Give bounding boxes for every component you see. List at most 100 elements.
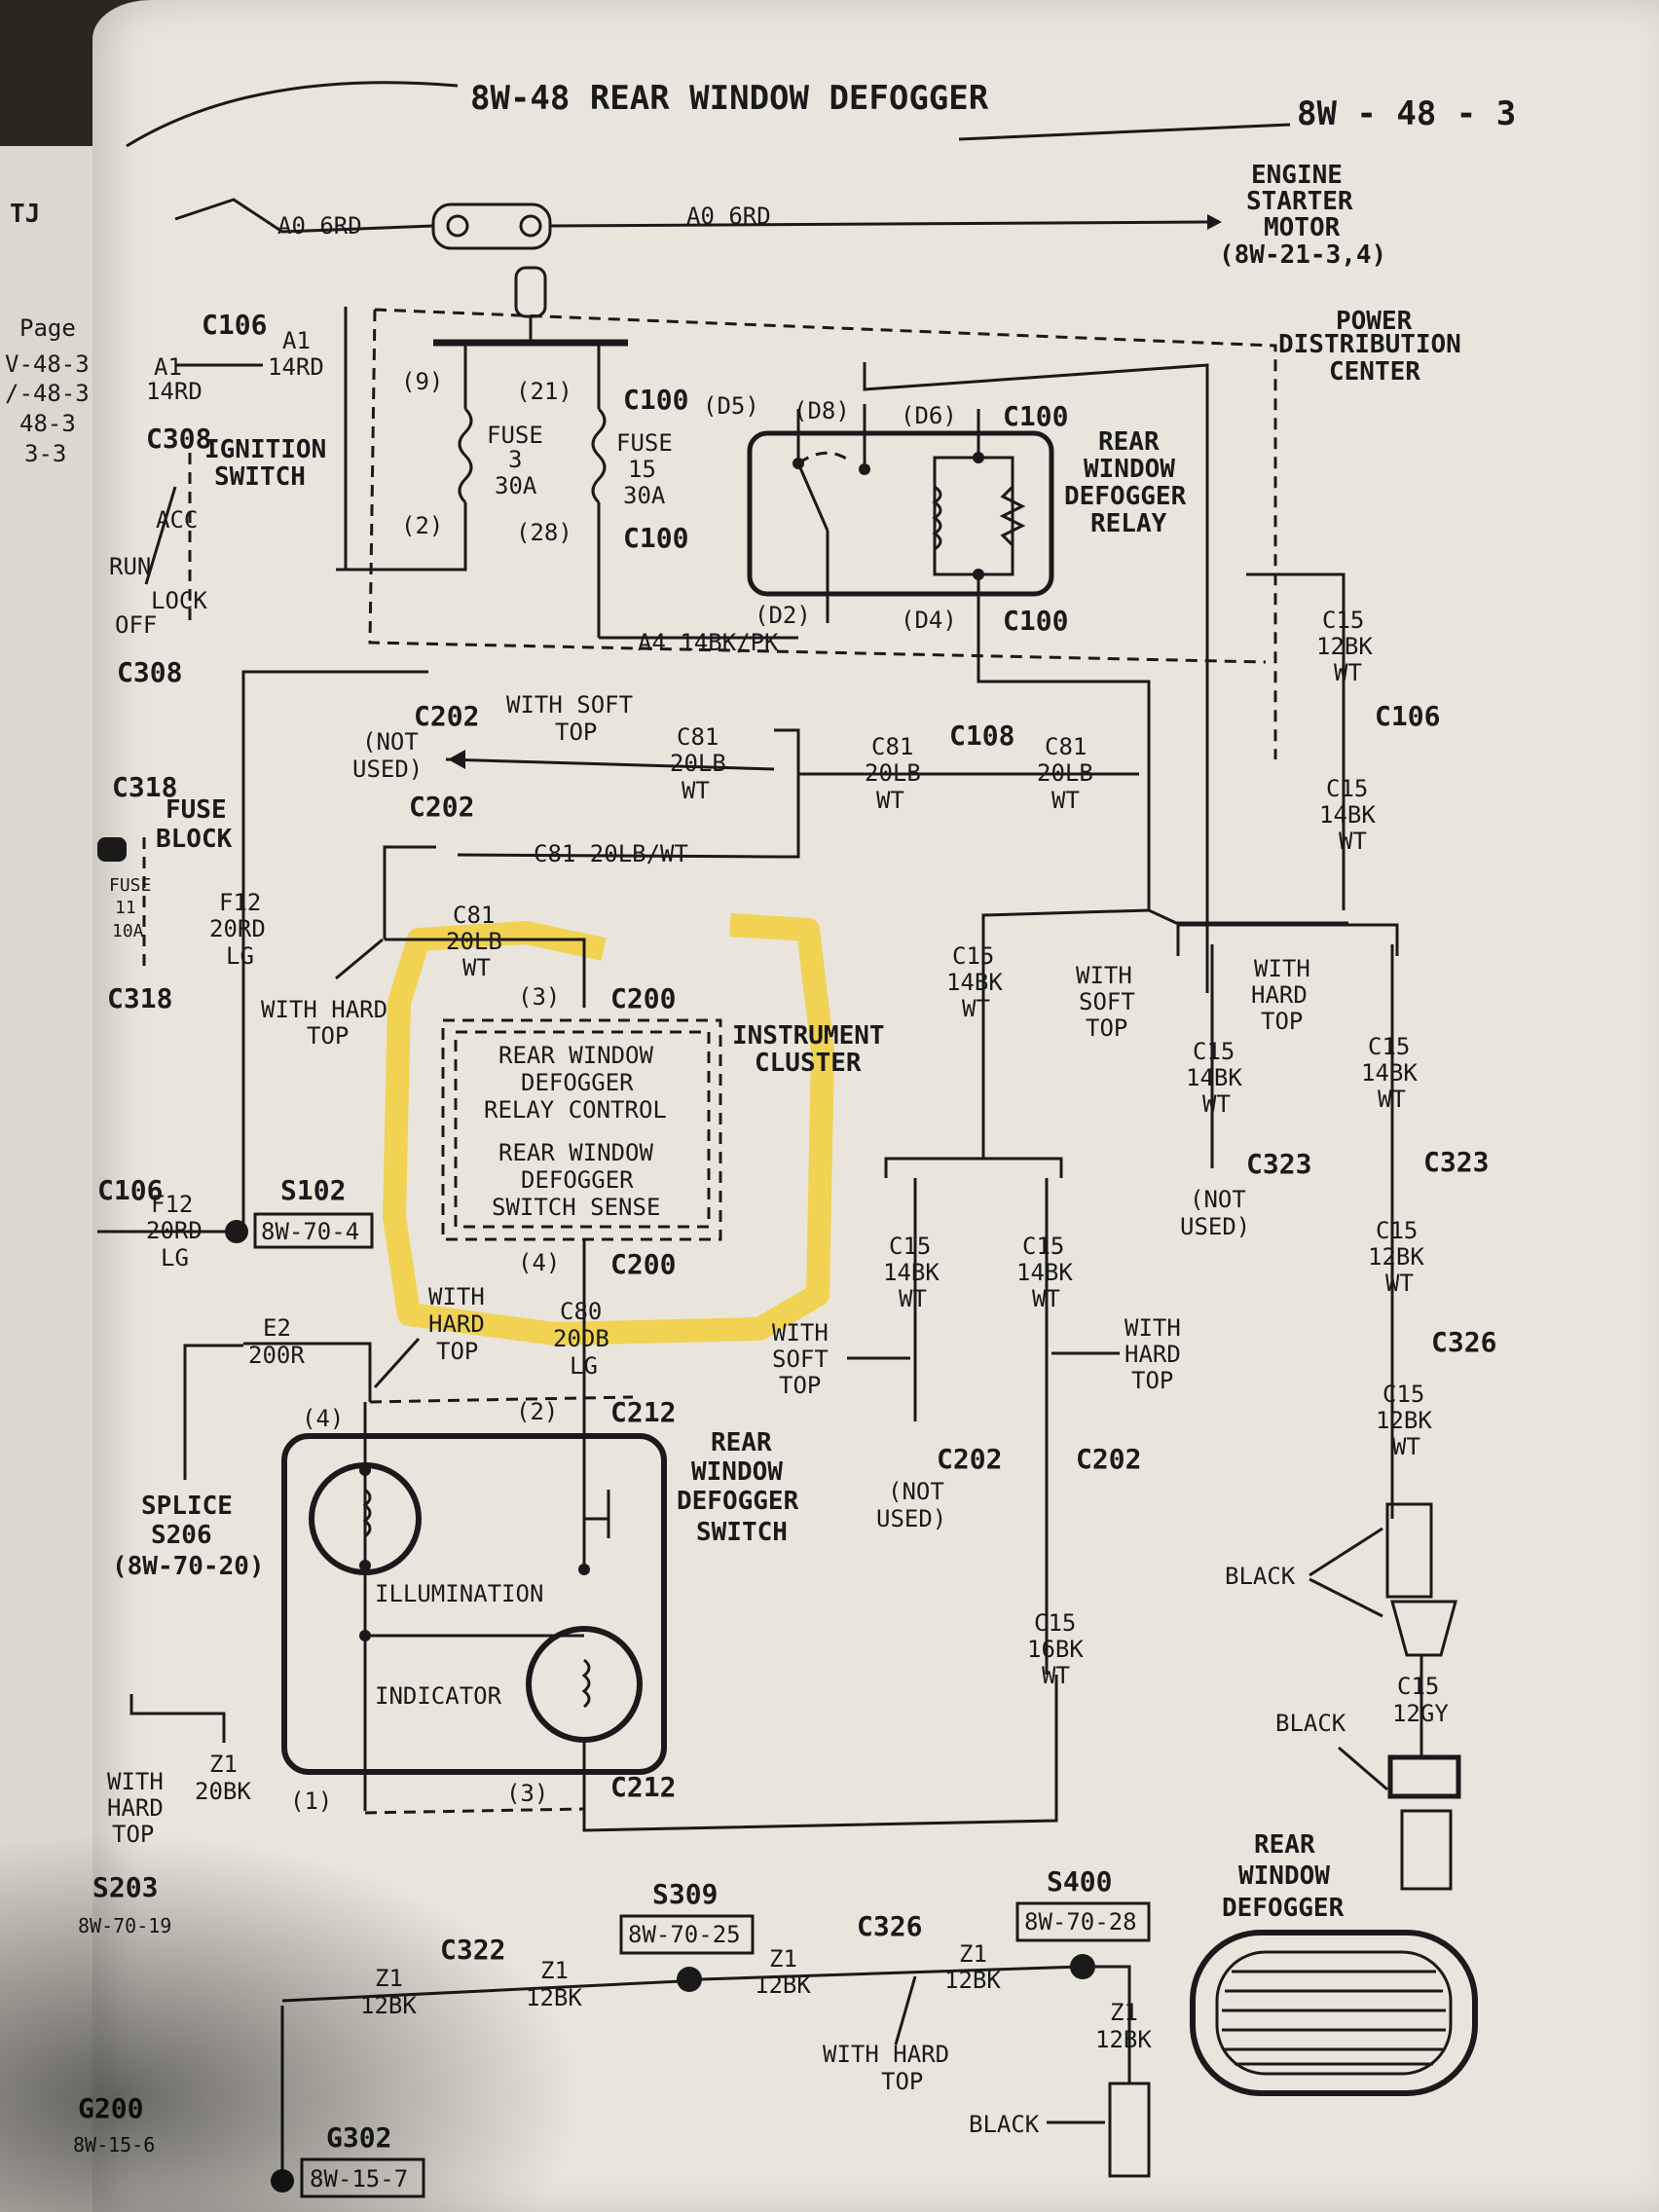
right-c15-i: WT [1385,1270,1414,1297]
defogger-grid-inner [1215,1950,1453,2076]
header-rule [958,123,1291,141]
c81-w8: 20LB [1037,759,1093,787]
connector-c202-b: C202 [409,791,474,823]
splice-label: SPLICE [141,1492,233,1521]
switch-pin4: (4) [302,1405,344,1432]
fuse3-symbol [458,407,473,504]
left-edge-label: TJ [10,200,40,229]
ground-hard: HARD [107,1794,164,1822]
indicator-filament [581,1658,591,1709]
c81-w2: 20LB [670,750,726,777]
right-split [1176,923,1399,956]
connector-c318-a: C318 [112,771,177,803]
splice-s400-dot [1070,1954,1095,1979]
right-c15-c: WT [1202,1090,1231,1118]
c81-w11: 20LB [446,928,502,955]
cluster-box-outer [441,1018,722,1241]
fuse-block-feed [241,670,428,1232]
z1-i: Z1 [959,1940,987,1968]
c81-used: USED) [352,756,423,783]
connector-c100-d: C100 [1003,605,1068,637]
connector-c326-b: C326 [857,1910,922,1942]
ign-a1-right: A1 [282,327,311,354]
c81-top2: TOP [307,1022,349,1050]
z1-j: 12BK [944,1967,1001,1994]
mid-c15-g: C15 [1022,1233,1064,1260]
ground-with: WITH [107,1768,164,1795]
splice-s206: S206 [151,1521,212,1550]
black-arrow-1 [1309,1527,1383,1577]
fuse3-pin-bottom: (2) [401,512,443,539]
splice-s102: S102 [280,1174,346,1206]
wire-a0-right [549,220,1208,228]
mid-c15-i: WT [1032,1285,1060,1312]
illumination-node-mid [359,1630,371,1641]
fuse3-amp: 30A [495,472,537,499]
cluster-line-6: SWITCH SENSE [492,1194,660,1221]
right-c15-k: 12BK [1376,1407,1432,1434]
pdc-boundary-top [374,308,1277,759]
e2-b: 200R [248,1342,305,1369]
connector-c106-ign: C106 [202,309,267,341]
switch-bottom-dash [364,1807,585,1815]
ign-run: RUN [109,553,151,580]
yellow-highlight [383,913,834,1346]
c15-top-6: WT [1339,828,1367,855]
ground-g200: G200 [78,2092,143,2124]
mid-c15-l: WT [1042,1662,1070,1689]
mid-c15-c: WT [962,995,990,1022]
splice-s203-ref: 8W-70-19 [78,1914,171,1937]
connector-c100-c: C100 [1003,400,1068,432]
fuse3-pin-top: (9) [401,368,443,395]
cluster-box-inner [454,1030,711,1229]
c81-w9: WT [1051,787,1080,814]
fuse15-number: 15 [628,456,656,483]
right-c15-n: 12GY [1392,1700,1449,1727]
ground-top2: TOP [881,2068,923,2095]
relay-label-2: WINDOW [1084,455,1175,484]
defogger-plug [1400,1809,1453,1891]
cluster-line-2: DEFOGGER [521,1069,634,1096]
splice-s400: S400 [1047,1865,1112,1898]
indicator-return [582,1675,1058,1832]
fuseblock-num: 11 [115,898,136,918]
connector-c323-a: C323 [1246,1148,1311,1180]
mid-c15-h: 14BK [1016,1259,1073,1286]
connector-c106-a: C106 [1375,700,1440,732]
z1-d: 12BK [360,1992,417,2019]
connector-c108: C108 [949,719,1014,752]
c15-top-2: 12BK [1316,633,1373,660]
right-c15-j: C15 [1382,1381,1424,1408]
section-title: 8W-48 REAR WINDOW DEFOGGER [470,79,989,118]
wire-a0-left [174,198,434,234]
right-c15-a: C15 [1193,1038,1235,1065]
ground-g302-dot [271,2169,294,2193]
mid-not: (NOT [888,1478,944,1505]
mid-c15-b: 14BK [946,969,1003,996]
relay-coil [932,485,942,551]
ground-top: TOP [112,1821,154,1848]
right-c15-f: WT [1378,1086,1406,1113]
z1-f: 12BK [526,1984,582,2011]
cluster-pin3: (3) [518,983,560,1011]
z1-wire-up [129,1694,226,1743]
ground-with-hard: WITH HARD [823,2041,949,2068]
c81-top: TOP [555,719,597,746]
fuseblock-amp: 10A [112,921,144,941]
c80-a: C80 [560,1298,602,1325]
indicator-label: INDICATOR [375,1682,502,1710]
starter-label-3: MOTOR [1264,213,1341,242]
switch-label-1: REAR [711,1428,772,1457]
fuse3-label: FUSE [487,422,543,449]
switch-conn-dash [369,1395,634,1404]
c15-top-wire [1246,572,1346,910]
switch-label-3: DEFOGGER [677,1487,799,1516]
c81-line [457,853,775,859]
ground-g302: G302 [326,2121,391,2154]
c81-with-soft: WITH SOFT [506,691,633,719]
fuseblock-fuse-icon [97,837,127,862]
right-c15-g: C15 [1376,1217,1418,1244]
s309-ref-box [619,1914,755,1955]
connector-c326: C326 [1431,1326,1496,1358]
switch-label-4: SWITCH [696,1518,788,1547]
